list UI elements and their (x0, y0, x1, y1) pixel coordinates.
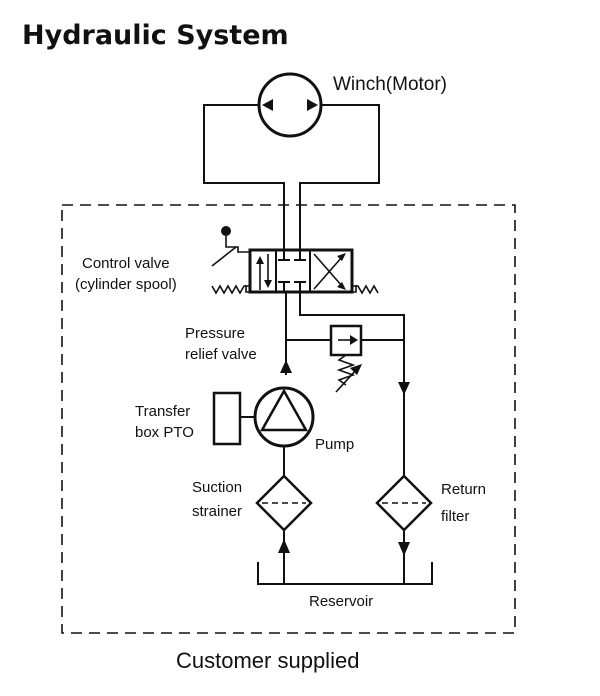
pressure-relief-valve-symbol (286, 324, 404, 393)
left-spring (211, 284, 250, 295)
pressure-line-arrow (280, 360, 292, 373)
winch-hose-lines (203, 104, 380, 250)
return-line-arrow (398, 382, 410, 395)
pump-label: Pump (315, 436, 354, 453)
transfer-box-pto-symbol (212, 391, 255, 446)
page-title: Hydraulic System (22, 20, 289, 51)
pump-symbol (253, 386, 315, 448)
suction-strainer-label-line1: Suction (192, 479, 242, 496)
return-filter-symbol (375, 474, 433, 532)
control-valve-label-line1: Control valve (82, 255, 170, 272)
right-spring (352, 284, 379, 295)
suction-strainer-symbol (255, 474, 313, 532)
customer-supplied-boundary (61, 204, 516, 634)
pressure-relief-label-line1: Pressure (185, 325, 245, 342)
reservoir-label: Reservoir (309, 593, 373, 610)
control-lever (211, 226, 250, 267)
suction-strainer-label-line2: strainer (192, 503, 242, 520)
pressure-relief-label-line2: relief valve (185, 346, 257, 363)
customer-supplied-label: Customer supplied (176, 648, 359, 673)
transfer-box-label-line2: box PTO (135, 424, 194, 441)
return-filter-label-line1: Return (441, 481, 486, 498)
reservoir-symbol (257, 562, 433, 585)
transfer-box-label-line1: Transfer (135, 403, 190, 420)
reservoir-return-arrow (398, 542, 410, 556)
valve-return-line (299, 292, 405, 476)
suction-line-arrow (278, 539, 290, 553)
winch-motor-symbol (257, 72, 323, 138)
control-valve-label-line2: (cylinder spool) (75, 276, 177, 293)
winch-label: Winch(Motor) (333, 74, 447, 95)
control-valve-symbol (245, 248, 357, 294)
return-filter-label-line2: filter (441, 508, 469, 525)
